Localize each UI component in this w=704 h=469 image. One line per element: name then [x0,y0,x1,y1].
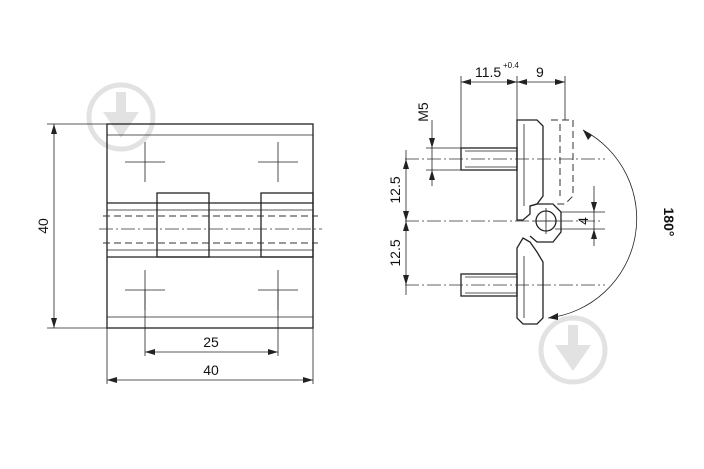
pitch-upper-label: 12.5 [387,176,403,203]
hole-spacing-label: 25 [203,334,219,350]
watermark-download-icon [86,82,156,152]
front-height-label: 40 [35,218,51,234]
hole-cross [125,142,165,182]
front-view: 40 25 40 [35,123,322,384]
lower-leaf [516,237,544,325]
knuckle-right [260,192,314,258]
knuckle-left [156,192,210,258]
side-view: 11.5 +0.4 9 M5 12.5 12.5 4 180° [387,61,677,325]
bolt-offset-label: 11.5 [475,64,501,80]
pin-offset-label: 4 [575,217,591,225]
rotation-label: 180° [661,208,677,237]
pitch-lower-label: 12.5 [387,239,403,266]
leaf-offset-label: 9 [536,64,544,80]
hinge-body-outline [106,123,314,329]
bolt-offset-tolerance: +0.4 [503,61,519,70]
upper-leaf [516,119,544,221]
thread-label: M5 [415,102,431,122]
watermark-download-icon [538,315,608,385]
rotation-arc [547,129,638,319]
rotated-leaf [551,119,574,205]
hole-cross [258,142,298,182]
front-width-label: 40 [203,362,219,378]
